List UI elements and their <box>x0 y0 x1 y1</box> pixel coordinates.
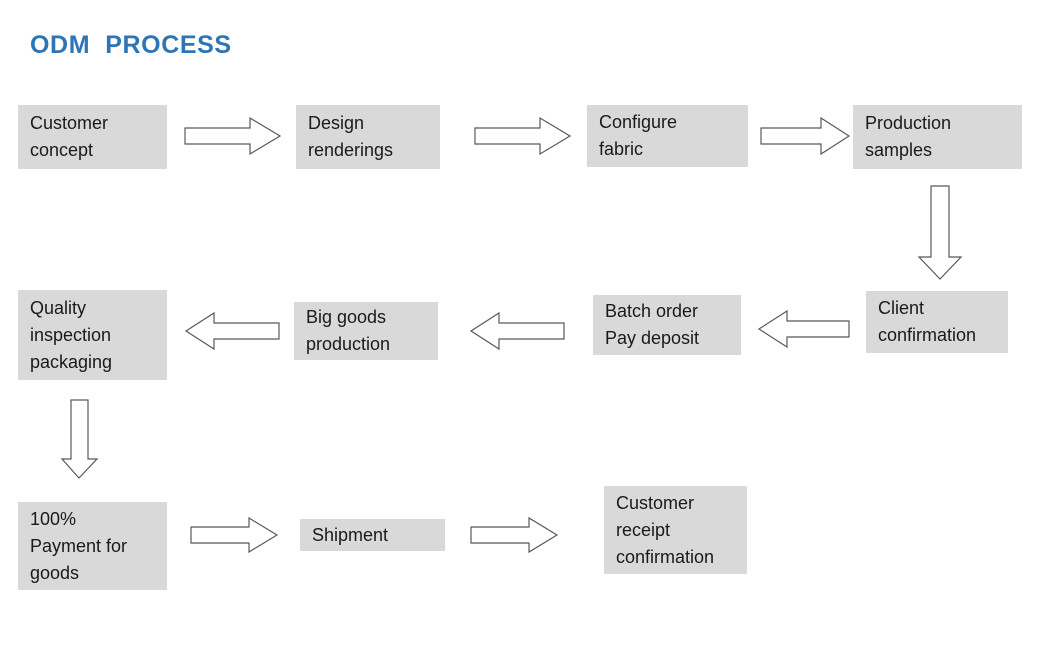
process-node-batch-order-pay-deposit[interactable]: Batch order Pay deposit <box>593 295 741 355</box>
process-node-configure-fabric[interactable]: Configure fabric <box>587 105 748 167</box>
process-node-quality-inspection-packaging[interactable]: Quality inspection packaging <box>18 290 167 380</box>
arrow-right-icon <box>190 516 279 554</box>
arrow-left-icon <box>757 309 850 349</box>
arrow-left-icon <box>184 311 280 351</box>
arrow-right-icon <box>474 116 572 156</box>
process-node-design-renderings[interactable]: Design renderings <box>296 105 440 169</box>
process-node-production-samples[interactable]: Production samples <box>853 105 1022 169</box>
arrow-down-icon <box>60 399 99 479</box>
process-node-customer-receipt-confirmation[interactable]: Customer receipt confirmation <box>604 486 747 574</box>
page-title: ODM PROCESS <box>30 31 232 59</box>
process-node-payment-for-goods[interactable]: 100% Payment for goods <box>18 502 167 590</box>
process-node-client-confirmation[interactable]: Client confirmation <box>866 291 1008 353</box>
process-node-big-goods-production[interactable]: Big goods production <box>294 302 438 360</box>
process-node-customer-concept[interactable]: Customer concept <box>18 105 167 169</box>
arrow-right-icon <box>470 516 559 554</box>
arrow-right-icon <box>760 116 851 156</box>
process-node-shipment[interactable]: Shipment <box>300 519 445 551</box>
arrow-down-icon <box>917 185 963 280</box>
arrow-right-icon <box>184 116 282 156</box>
arrow-left-icon <box>469 311 565 351</box>
